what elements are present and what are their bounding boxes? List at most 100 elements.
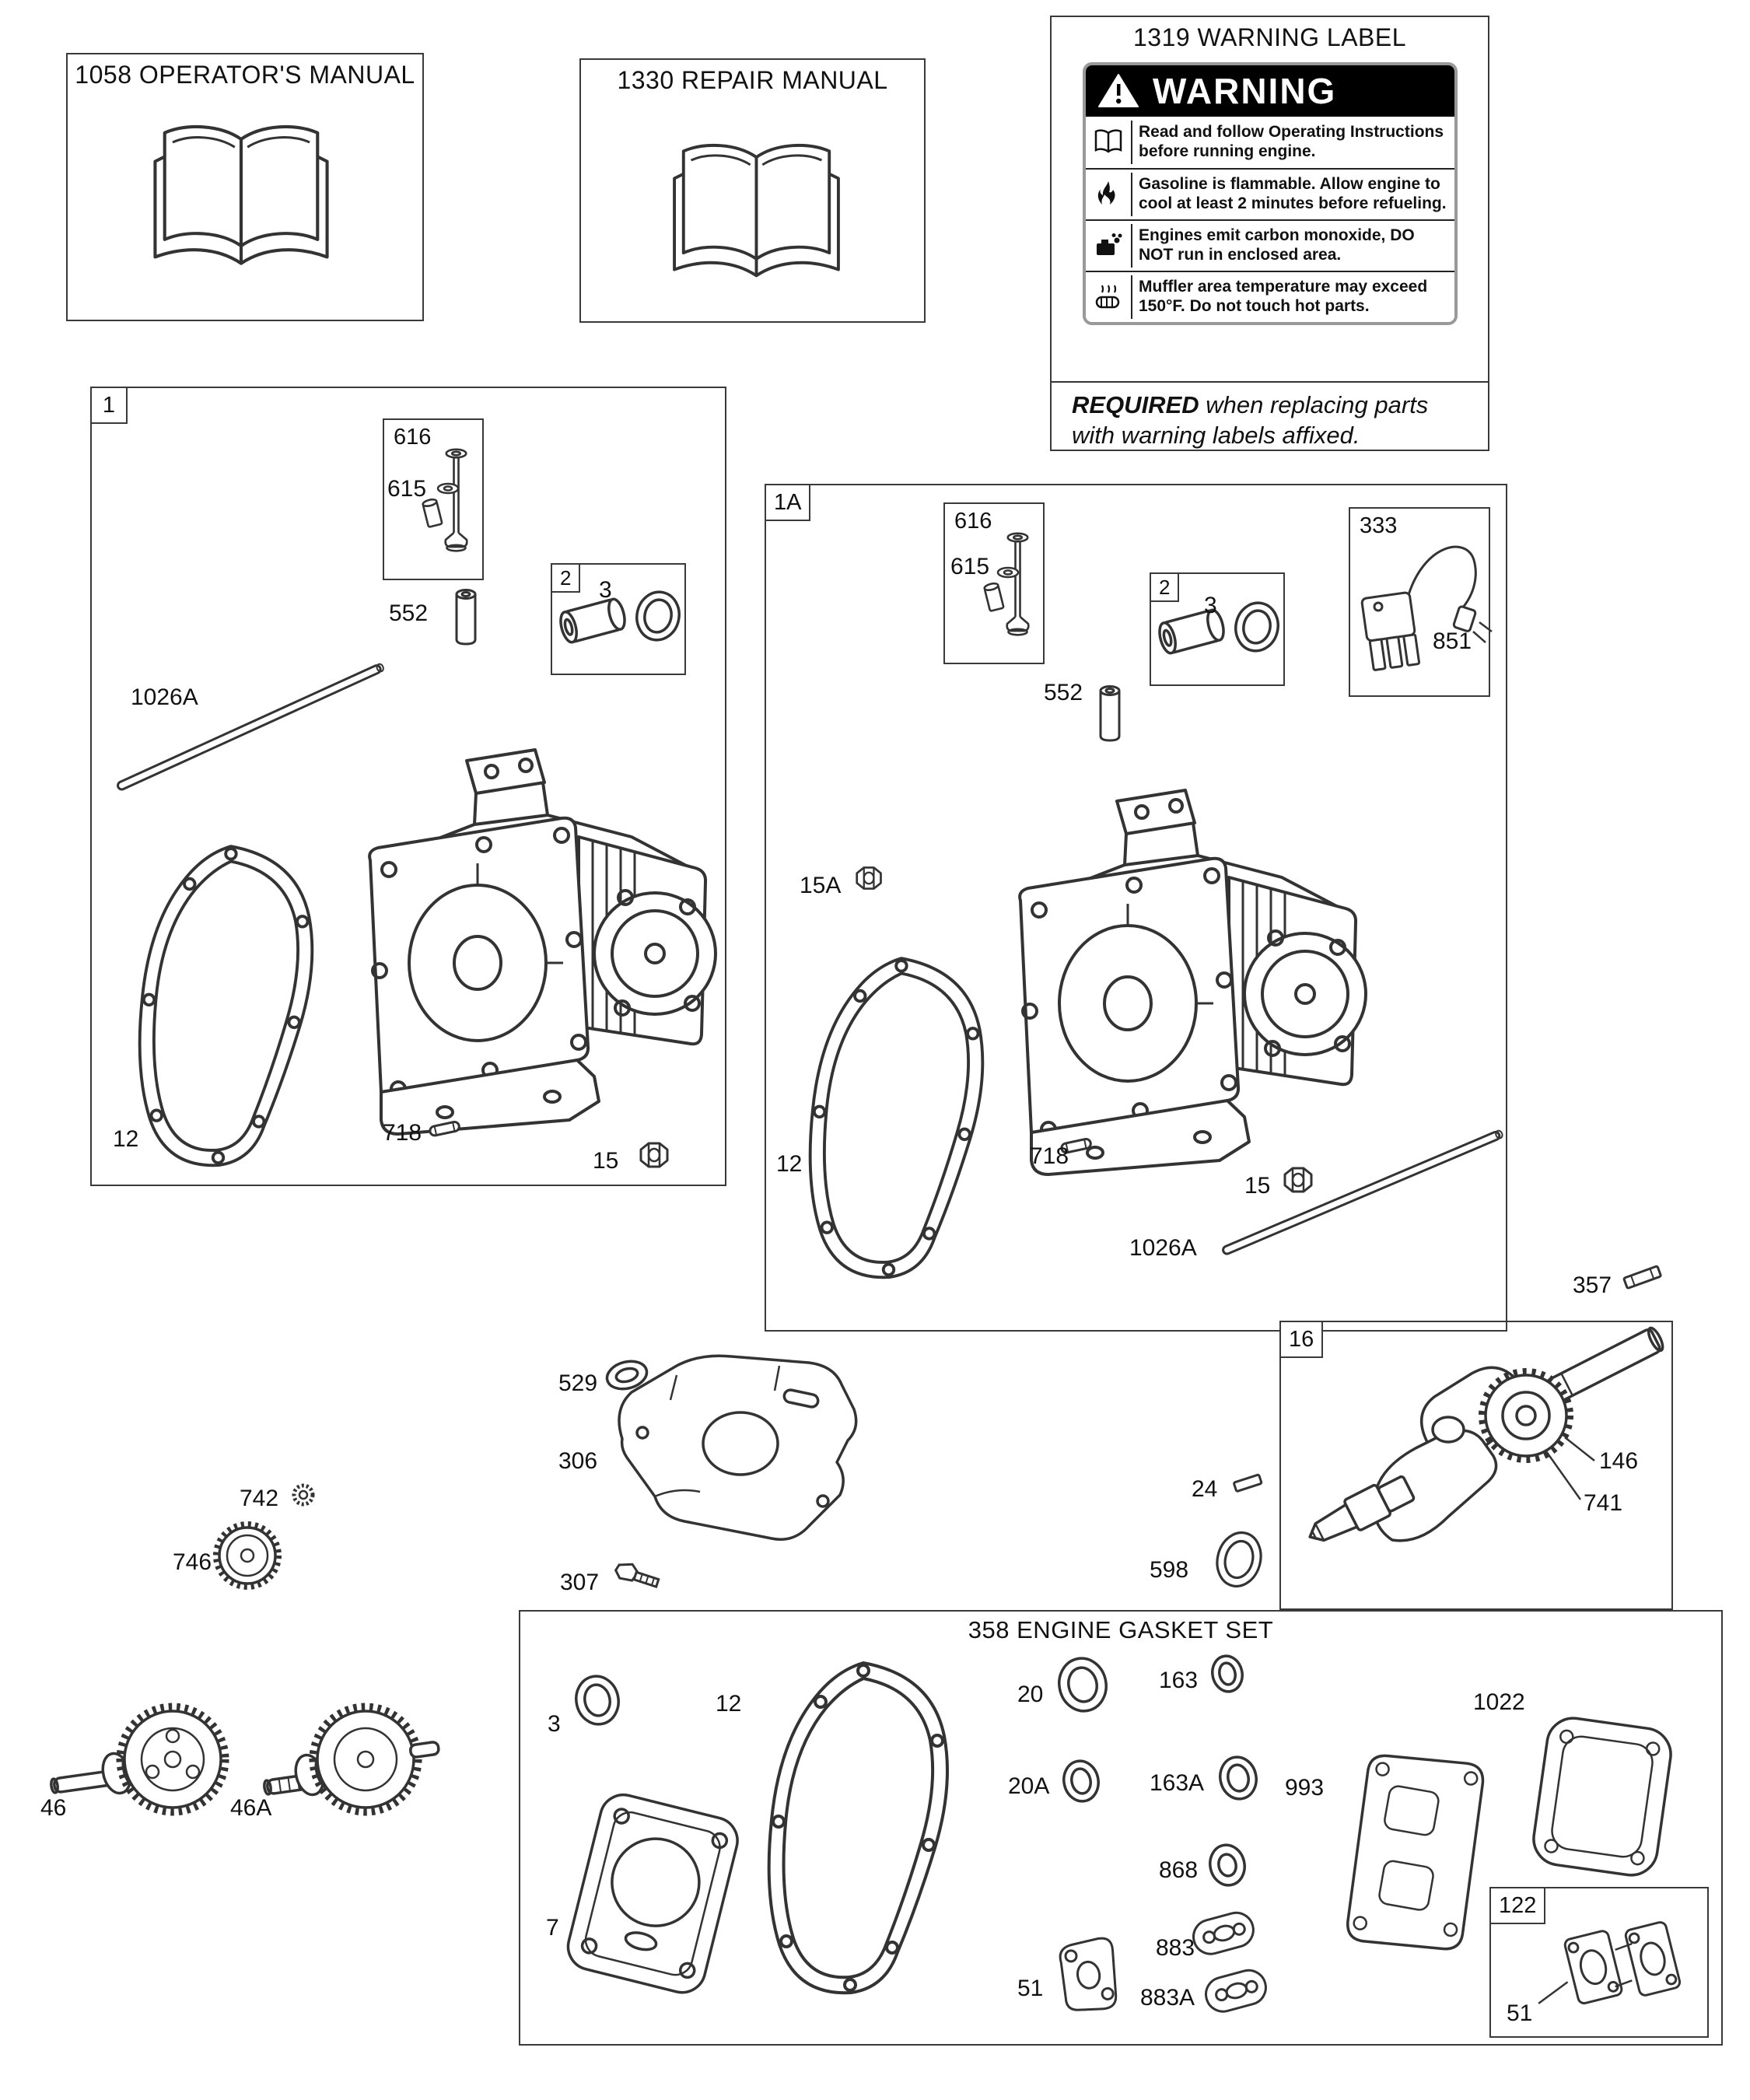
- seal-868-drawing: [1209, 1843, 1246, 1887]
- group-box-616-1: 616: [383, 418, 484, 580]
- intake-spacer-122-drawing: [1538, 1921, 1682, 2005]
- callout-3: 3: [1204, 593, 1217, 618]
- group-box-2-id: 2: [551, 563, 581, 593]
- warning-label-box: 1319 WARNING LABEL WARNING Read and foll…: [1050, 16, 1489, 451]
- group-box-333: 333: [1349, 507, 1490, 697]
- warning-label-title: 1319 WARNING LABEL: [1132, 23, 1407, 51]
- bearing-3-drawing: [1234, 601, 1279, 653]
- gasket-set-parts: [566, 1654, 1672, 2013]
- ring-529-drawing: [605, 1360, 649, 1391]
- callout-883a: 883A: [1140, 1985, 1195, 2011]
- group-box-616-id: 616: [954, 509, 992, 534]
- key-24-drawing: [1233, 1473, 1263, 1493]
- callout-7: 7: [546, 1915, 559, 1941]
- box1a-parts: [808, 532, 1503, 1279]
- callout-1026a: 1026A: [1129, 1235, 1197, 1261]
- required-text: when replacing parts with warning labels…: [1072, 391, 1429, 449]
- group-box-2-id: 2: [1150, 572, 1180, 602]
- camshaft-46a-drawing: [263, 1703, 440, 1816]
- cylinder-shield-306-drawing: [618, 1354, 858, 1541]
- group-box-1: 1: [90, 387, 726, 1186]
- camshaft-46-drawing: [50, 1703, 229, 1816]
- callout-12: 12: [716, 1691, 742, 1717]
- callout-357: 357: [1573, 1272, 1612, 1298]
- group-box-16-id: 16: [1279, 1321, 1324, 1358]
- callout-20: 20: [1017, 1682, 1044, 1707]
- callout-3: 3: [548, 1711, 561, 1737]
- group-box-1a: 1A: [765, 484, 1507, 1332]
- push-rod-1026a-drawing: [117, 663, 384, 791]
- callout-529: 529: [558, 1370, 598, 1396]
- callout-51: 51: [1507, 2000, 1533, 2026]
- governor-gear-746-drawing: [213, 1521, 282, 1590]
- head-gasket-7-drawing: [566, 1793, 739, 1994]
- callout-12: 12: [113, 1126, 139, 1152]
- callout-742: 742: [240, 1486, 279, 1511]
- warning-row-text: Engines emit carbon monoxide, DO NOT run…: [1139, 226, 1415, 264]
- callout-615: 615: [950, 554, 990, 579]
- group-box-122: 122 51: [1489, 1887, 1709, 2038]
- group-box-2-1a: 2: [1150, 572, 1285, 686]
- callout-15: 15: [1244, 1173, 1271, 1199]
- callout-307: 307: [560, 1570, 600, 1595]
- callout-868: 868: [1159, 1857, 1199, 1883]
- flame-icon: [1097, 181, 1115, 205]
- box1-parts: [117, 448, 717, 1168]
- callout-1026a: 1026A: [131, 684, 198, 710]
- warning-sticker: WARNING Read and follow Operating Instru…: [1083, 62, 1458, 325]
- washer-742-drawing: [292, 1483, 315, 1507]
- callout-552: 552: [1044, 680, 1083, 705]
- callout-163: 163: [1159, 1668, 1199, 1693]
- callout-615: 615: [387, 476, 427, 502]
- group-box-16: 16: [1279, 1321, 1673, 1610]
- gasket-883-drawing: [1192, 1911, 1255, 1955]
- carbon-monoxide-icon: [1097, 233, 1122, 255]
- key-357-drawing: [1622, 1265, 1662, 1290]
- valve-cover-gasket-993-drawing: [1346, 1754, 1485, 1951]
- muffler-heat-icon: [1095, 285, 1120, 309]
- callout-51: 51: [1017, 1976, 1044, 2001]
- warning-required-note: REQUIRED when replacing parts with warni…: [1052, 381, 1488, 451]
- piston-pin-drawing: [559, 597, 626, 644]
- engine-gasket-set-title: 358 ENGINE GASKET SET: [968, 1616, 1274, 1643]
- warning-row: Muffler area temperature may exceed 150°…: [1086, 271, 1454, 322]
- operators-manual-box: 1058 OPERATOR'S MANUAL: [66, 53, 424, 321]
- piston-pin-drawing: [1158, 608, 1225, 655]
- group-box-1-id: 1: [90, 387, 128, 424]
- seal-20a-drawing: [1062, 1759, 1100, 1803]
- engine-gasket-set-box: 358 ENGINE GASKET SET: [519, 1610, 1723, 2046]
- warning-row-text: Gasoline is flammable. Allow engine to c…: [1139, 175, 1447, 212]
- ring-163-drawing: [1211, 1654, 1244, 1693]
- warning-triangle-icon: [1098, 74, 1139, 107]
- ignition-armature-333-drawing: [1360, 545, 1493, 671]
- gasket-883a-drawing: [1205, 1969, 1267, 2013]
- callout-146: 146: [1599, 1448, 1639, 1474]
- callout-46: 46: [40, 1795, 67, 1821]
- callout-746: 746: [173, 1549, 212, 1575]
- ring-163a-drawing: [1219, 1755, 1258, 1801]
- callout-993: 993: [1285, 1775, 1325, 1801]
- repair-manual-box: 1330 REPAIR MANUAL: [579, 58, 926, 323]
- repair-manual-title: 1330 REPAIR MANUAL: [617, 66, 888, 94]
- callout-718: 718: [1030, 1143, 1069, 1169]
- group-box-1a-id: 1A: [765, 484, 811, 521]
- callout-3: 3: [599, 577, 612, 603]
- warning-row: Read and follow Operating Instructions b…: [1086, 117, 1454, 168]
- callout-306: 306: [558, 1448, 598, 1474]
- callout-851: 851: [1433, 628, 1472, 654]
- gasket-1022-drawing: [1532, 1717, 1672, 1877]
- operators-manual-title: 1058 OPERATOR'S MANUAL: [75, 61, 415, 89]
- callout-741: 741: [1584, 1490, 1623, 1516]
- leader-lines: [1545, 1437, 1595, 1500]
- warning-row: Engines emit carbon monoxide, DO NOT run…: [1086, 219, 1454, 271]
- warning-sticker-header: WARNING: [1086, 65, 1454, 117]
- group-box-616-1a: 616: [943, 502, 1045, 664]
- book-icon: [1094, 129, 1122, 153]
- bearing-3-drawing: [635, 590, 681, 642]
- oil-seal-598-drawing: [1209, 1526, 1269, 1593]
- callout-24: 24: [1192, 1476, 1218, 1502]
- seal-20-drawing: [1058, 1657, 1108, 1713]
- callout-1022: 1022: [1473, 1689, 1525, 1715]
- group-box-2-1: 2: [551, 563, 686, 675]
